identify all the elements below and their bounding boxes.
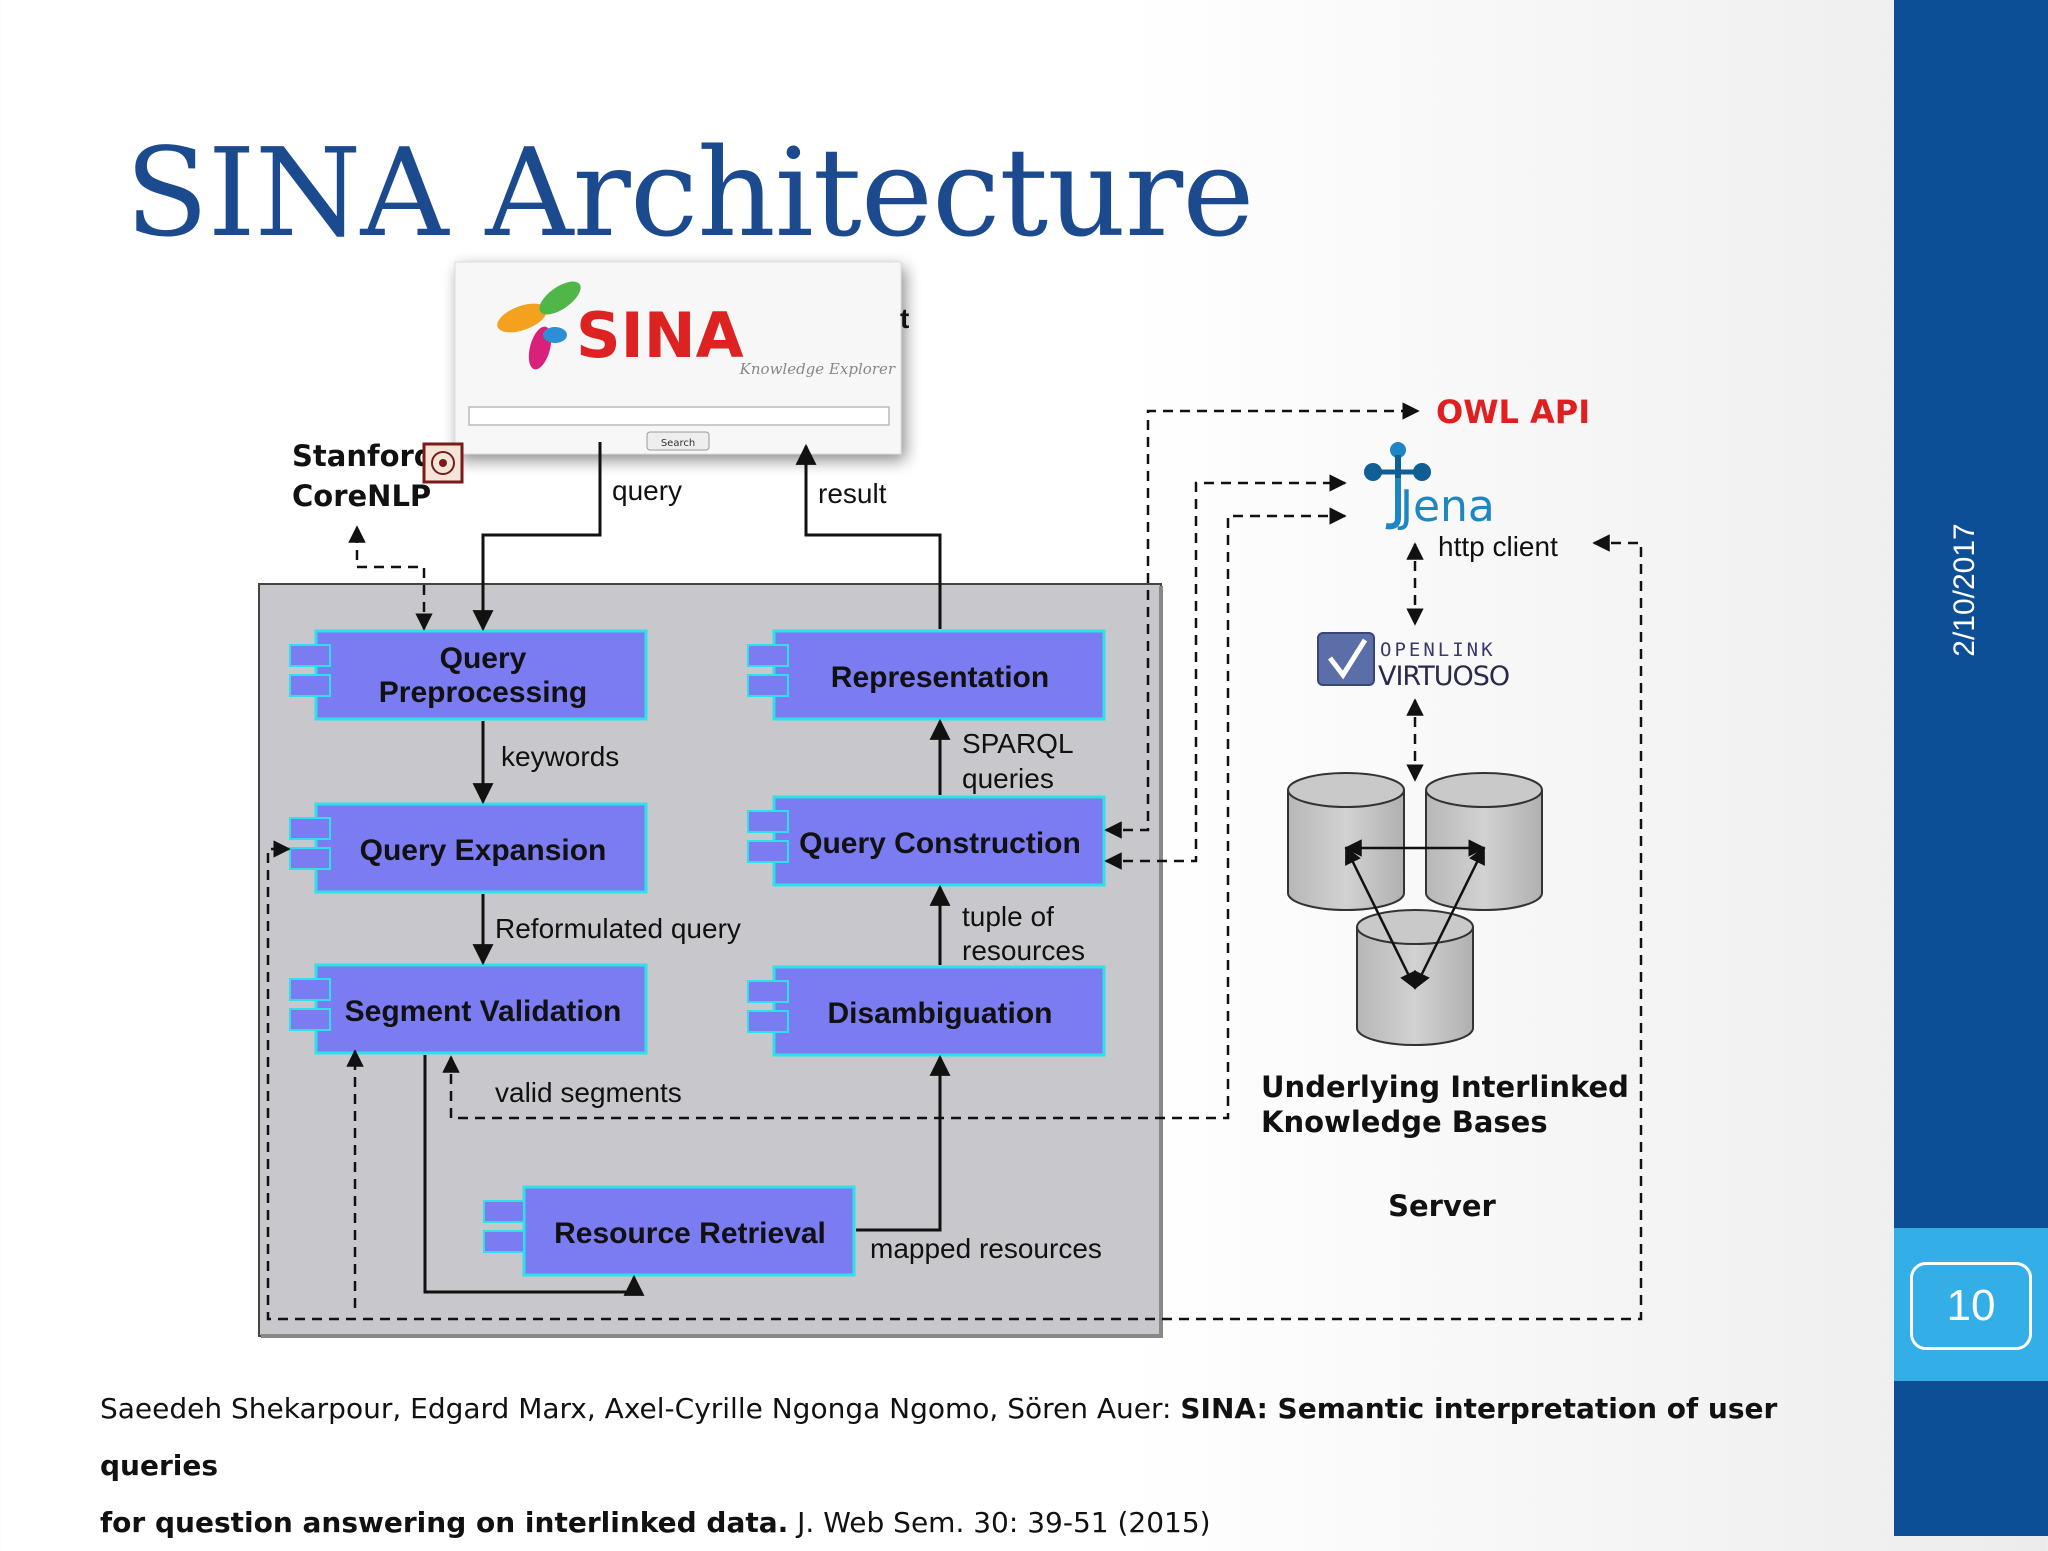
query-construction-label: Query Construction [799,827,1081,860]
page-number-bracket [1910,1262,2032,1350]
sina-search-input[interactable] [468,406,890,426]
server-label: Server [1388,1189,1496,1223]
label-mapped-resources: mapped resources [870,1233,1102,1264]
component-disambiguation: Disambiguation [747,965,1106,1057]
component-representation: Representation [747,629,1106,721]
citation-title-part2: for question answering on interlinked da… [100,1506,789,1539]
label-valid-segments: valid segments [495,1077,682,1108]
query-preprocessing-label-2: Preprocessing [379,676,587,709]
query-preprocessing-label-1: Query [440,642,527,675]
representation-label: Representation [831,661,1049,694]
knowledge-base-cylinders [1287,772,1543,1046]
label-reformulated-query: Reformulated query [495,913,741,944]
arrow-http-feedback [266,534,1643,1321]
arrow-segments-to-retrieval [423,1055,645,1296]
kb-label-1: Underlying Interlinked [1261,1070,1629,1104]
label-sparql-2: queries [962,763,1054,794]
segment-validation-label: Segment Validation [345,995,622,1028]
page-number-box [1894,1228,2048,1381]
label-query: query [612,475,682,506]
jena-logo-icon [1364,442,1431,530]
sina-logo-text: SINA [576,299,744,372]
citation-venue: J. Web Sem. 30: 39-51 (2015) [788,1506,1211,1539]
virtuoso-label: VIRTUOSO [1378,661,1509,692]
virtuoso-logo-icon [1317,632,1375,686]
stanford-label-2: CoreNLP [292,479,431,513]
sina-cut-char: t [900,303,909,334]
component-resource-retrieval: Resource Retrieval [483,1185,856,1277]
kb-label-2: Knowledge Bases [1261,1105,1548,1139]
label-result: result [818,478,887,509]
jena-label: Jena [1397,481,1495,532]
sina-search-button-label: Search [661,438,695,449]
kb-link-arrows [1344,839,1486,990]
component-query-preprocessing: Query Preprocessing [289,629,648,721]
http-client-label: http client [1438,531,1558,562]
component-segment-validation: Segment Validation [289,963,648,1055]
page-number: 10 [1946,1281,1996,1330]
sina-logo-icon [497,281,581,370]
label-tuple-2: resources [962,935,1085,966]
sina-tagline: Knowledge Explorer [739,360,896,378]
arrow-jena-segments [442,507,1347,1120]
sina-search-button[interactable] [646,431,710,451]
query-expansion-label: Query Expansion [360,834,607,867]
disambiguation-label: Disambiguation [827,997,1052,1030]
openlink-label: OPENLINK [1380,639,1496,661]
label-tuple-1: tuple of [962,901,1054,932]
stanford-label-1: Stanford [292,439,435,473]
citation-title-part1: SINA: Semantic interpretation of user qu… [100,1392,1778,1482]
arrow-mapped [856,1054,951,1232]
slide-title: SINA Architecture [125,122,1254,264]
label-keywords: keywords [501,741,619,772]
citation-authors: Saeedeh Shekarpour, Edgard Marx, Axel-Cy… [100,1392,1181,1425]
citation: Saeedeh Shekarpour, Edgard Marx, Axel-Cy… [100,1380,1840,1551]
dashed-arrows [266,402,1643,1321]
label-sparql-1: SPARQL [962,728,1074,759]
stanford-seal-icon [422,442,464,484]
component-query-construction: Query Construction [747,795,1106,887]
component-query-expansion: Query Expansion [289,802,648,894]
resource-retrieval-label: Resource Retrieval [554,1217,826,1250]
owl-api-label: OWL API [1436,393,1590,431]
